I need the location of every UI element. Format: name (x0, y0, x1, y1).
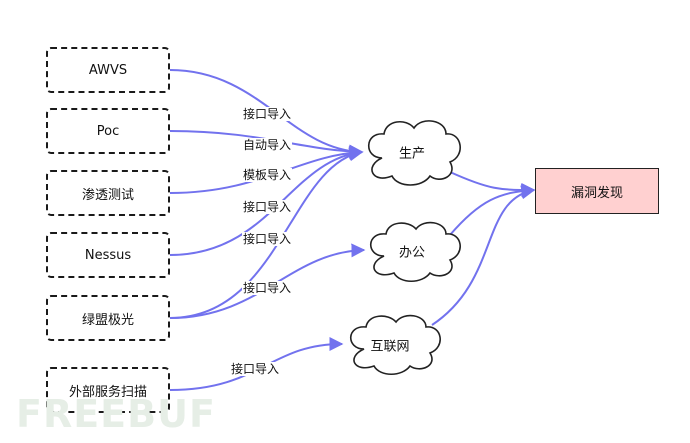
source-nessus-label: Nessus (84, 247, 132, 263)
source-pentest-label: 渗透测试 (81, 187, 134, 203)
source-nsfocus-label: 绿盟极光 (81, 312, 134, 328)
cloud-internet-label: 互联网 (370, 339, 410, 355)
edge-label-pentest: 模板导入 (242, 168, 293, 182)
cloud-production-label: 生产 (398, 146, 426, 162)
edge-office-target (449, 183, 536, 236)
target-vuln-discovery: 漏洞发现 (535, 168, 659, 214)
source-nessus: Nessus (46, 232, 170, 278)
source-awvs-label: AWVS (88, 62, 128, 78)
source-poc: Poc (46, 108, 170, 154)
source-nsfocus: 绿盟极光 (46, 295, 170, 341)
edge-label-awvs: 接口导入 (242, 107, 293, 121)
edge-production-target (449, 171, 536, 197)
target-label: 漏洞发现 (570, 185, 623, 201)
source-awvs: AWVS (46, 47, 170, 93)
source-external-scan: 外部服务扫描 (46, 367, 170, 413)
edge-label-nessus: 接口导入 (242, 200, 293, 214)
cloud-office (369, 221, 461, 283)
edge-label-nsfocus-office: 接口导入 (242, 281, 293, 295)
source-pentest: 渗透测试 (46, 170, 170, 216)
edge-label-nsfocus-production: 接口导入 (242, 232, 293, 246)
edge-label-external: 接口导入 (230, 362, 281, 376)
cloud-production (368, 120, 461, 186)
watermark-logo: FREEBUF (16, 392, 216, 436)
source-poc-label: Poc (96, 123, 120, 139)
cloud-internet (349, 314, 441, 376)
edge-label-poc: 自动导入 (242, 138, 293, 152)
edge-internet-target (431, 185, 536, 326)
cloud-office-label: 办公 (398, 245, 426, 261)
source-external-scan-label: 外部服务扫描 (68, 384, 147, 400)
